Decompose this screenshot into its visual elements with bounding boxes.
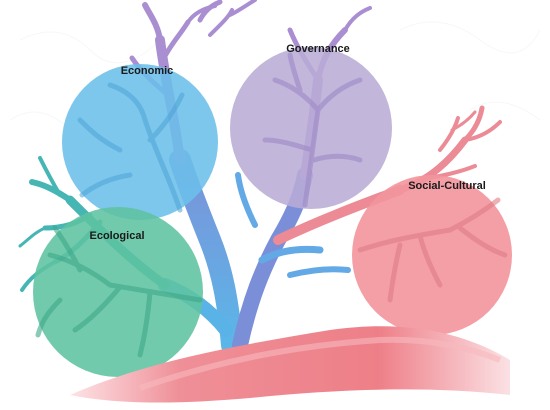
label-social-cultural: Social-Cultural <box>408 180 486 192</box>
label-governance: Governance <box>286 43 350 55</box>
label-ecological: Ecological <box>89 230 144 242</box>
circle-social-cultural <box>352 175 512 335</box>
circle-economic <box>62 64 218 220</box>
label-economic: Economic <box>121 65 174 77</box>
circle-governance <box>230 47 392 209</box>
